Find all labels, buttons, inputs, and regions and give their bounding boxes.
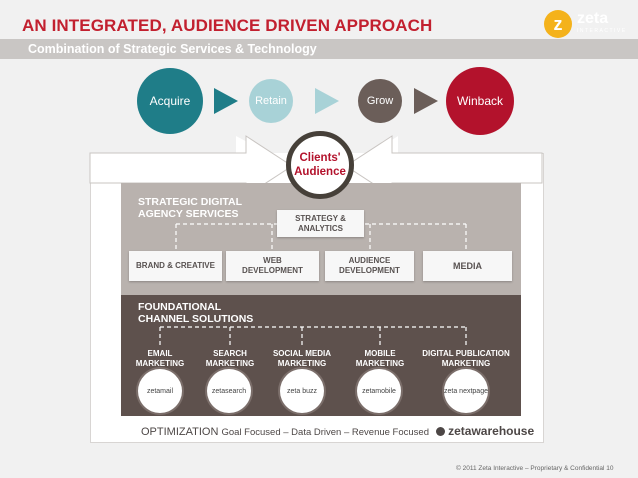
zeta-logo-tagline: INTERACTIVE [577, 28, 627, 34]
channel-social-label: SOCIAL MEDIA MARKETING [270, 349, 334, 369]
left-funnel-arrow-icon [89, 135, 293, 197]
arrow-acquire-retain-icon [214, 88, 238, 114]
zetanextpage-product-icon: zeta nextpage [444, 369, 488, 413]
copyright-footer: © 2011 Zeta Interactive – Proprietary & … [456, 465, 614, 472]
stage-acquire: Acquire [137, 68, 203, 134]
foundational-heading-line2: CHANNEL SOLUTIONS [138, 313, 254, 325]
strategy-line2: ANALYTICS [297, 223, 344, 233]
page-subtitle: Combination of Strategic Services & Tech… [28, 42, 317, 56]
mobile-line2: MARKETING [355, 359, 405, 368]
zeta-logo-name: zeta [577, 10, 609, 27]
zetamail-product-icon: zetamail [138, 369, 182, 413]
zetasearch-product-icon: zetasearch [207, 369, 251, 413]
clients-audience-hub: Clients' Audience [286, 131, 354, 199]
optimization-row: OPTIMIZATION Goal Focused – Data Driven … [141, 424, 534, 438]
optimization-label: OPTIMIZATION [141, 426, 219, 438]
arrow-retain-grow-icon [315, 88, 339, 114]
web-line1: WEB [263, 256, 282, 265]
arrow-grow-winback-icon [414, 88, 438, 114]
email-line1: EMAIL [147, 349, 173, 358]
stage-winback-label: Winback [456, 94, 503, 108]
strategic-heading-line2: AGENCY SERVICES [138, 208, 239, 220]
stage-acquire-label: Acquire [149, 94, 191, 108]
stage-retain-label: Retain [255, 95, 287, 107]
media-box: MEDIA [423, 251, 512, 281]
publication-line2: MARKETING [441, 359, 491, 368]
zeta-logo-mark: z [553, 14, 563, 34]
media-line1: MEDIA [453, 261, 482, 271]
web-development-box: WEB DEVELOPMENT [226, 251, 319, 281]
stage-grow-label: Grow [366, 95, 394, 107]
stage-winback: Winback [446, 67, 514, 135]
subtitle-bar [0, 39, 638, 59]
web-line2: DEVELOPMENT [242, 266, 303, 275]
zeta-logo-icon [544, 10, 572, 38]
strategic-heading-line1: STRATEGIC DIGITAL [138, 196, 243, 208]
search-line2: MARKETING [205, 359, 255, 368]
stage-retain: Retain [249, 79, 293, 123]
brand-line1: BRAND & CREATIVE [136, 261, 215, 270]
audience-line2: DEVELOPMENT [339, 266, 400, 275]
audience-development-box: AUDIENCE DEVELOPMENT [325, 251, 414, 281]
channel-search-label: SEARCH MARKETING [203, 349, 257, 369]
email-line2: MARKETING [135, 359, 185, 368]
zetawarehouse-brand: zetawarehouse [448, 424, 535, 438]
channel-email-label: EMAIL MARKETING [135, 349, 185, 369]
strategic-heading: STRATEGIC DIGITAL AGENCY SERVICES [138, 196, 242, 220]
channel-publication-label: DIGITAL PUBLICATION MARKETING [418, 349, 514, 369]
foundational-heading-line1: FOUNDATIONAL [138, 301, 222, 313]
page-title: AN INTEGRATED, AUDIENCE DRIVEN APPROACH [22, 16, 433, 35]
channel-mobile-label: MOBILE MARKETING [352, 349, 408, 369]
strategy-line1: STRATEGY & [295, 213, 346, 223]
foundational-heading: FOUNDATIONAL CHANNEL SOLUTIONS [138, 301, 253, 325]
strategy-analytics-box: STRATEGY & ANALYTICS [277, 210, 364, 237]
optimization-description: Goal Focused – Data Driven – Revenue Foc… [221, 427, 429, 438]
zeta-brand-dot-icon [436, 427, 446, 436]
search-line1: SEARCH [213, 349, 247, 358]
publication-line1: DIGITAL PUBLICATION [422, 349, 510, 358]
zetabuzz-product-icon: zeta buzz [280, 369, 324, 413]
audience-line: Audience [294, 166, 346, 178]
brand-creative-box: BRAND & CREATIVE [129, 251, 222, 281]
social-line2: MARKETING [277, 359, 327, 368]
stage-grow: Grow [358, 79, 402, 123]
mobile-line1: MOBILE [364, 349, 396, 358]
social-line1: SOCIAL MEDIA [272, 349, 332, 358]
clients-line: Clients' [299, 152, 341, 164]
audience-line1: AUDIENCE [348, 256, 391, 265]
zetamobile-product-icon: zetamobile [357, 369, 401, 413]
